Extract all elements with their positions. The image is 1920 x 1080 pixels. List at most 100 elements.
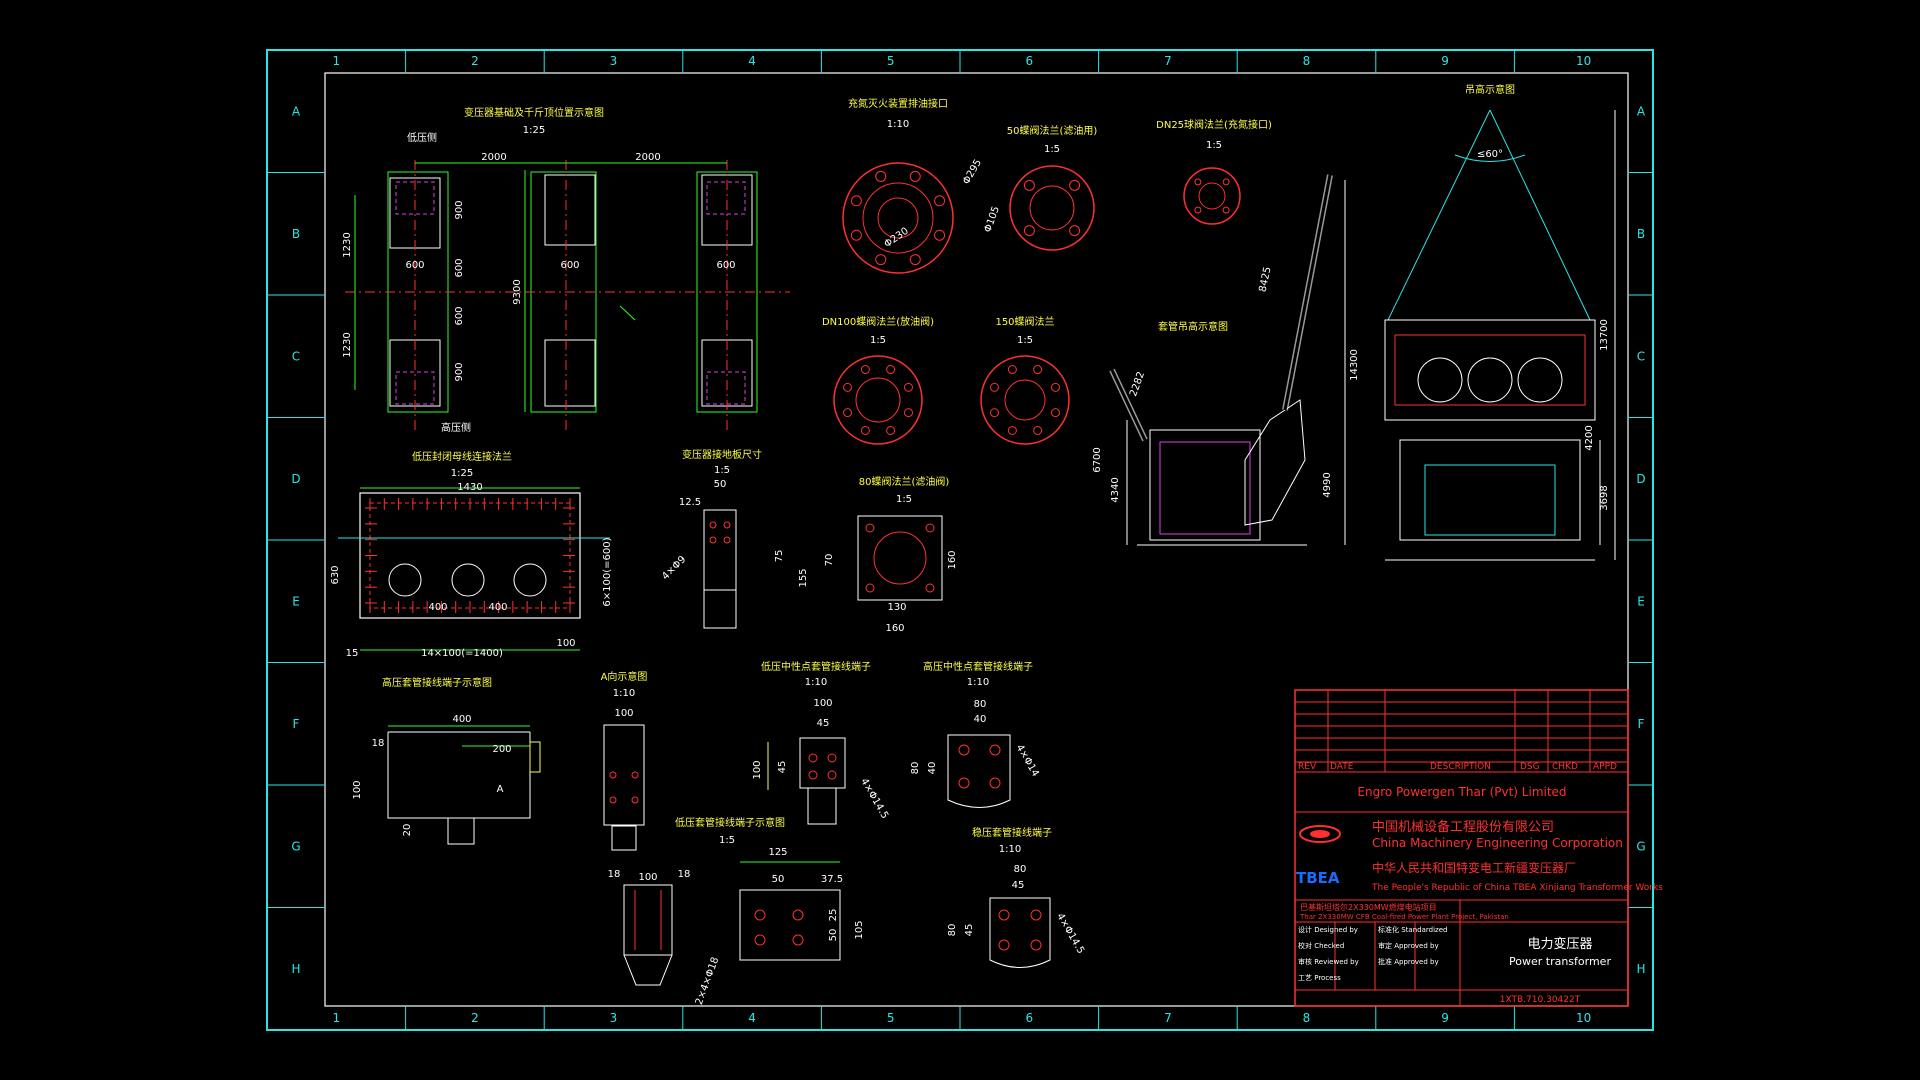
hv-side-label: 高压侧 xyxy=(441,421,471,434)
lv-bushing-p: 50 xyxy=(772,874,785,885)
stab-terminal xyxy=(989,897,1051,968)
lv-bushing-side-w: 100 xyxy=(638,872,657,883)
flange-dn25-title: DN25球阀法兰(充氮接口) xyxy=(1156,118,1272,131)
bushing-lift-d4: 4340 xyxy=(1110,477,1121,502)
foundation-scale: 1:25 xyxy=(523,125,545,136)
dim-2000-b: 2000 xyxy=(635,152,660,163)
zone-row-left: A xyxy=(292,104,301,118)
zone-row-left: F xyxy=(293,717,300,731)
lv-bushing-p2: 37.5 xyxy=(821,874,843,885)
flange-fire-title: 充氮灭火装置排油接口 xyxy=(848,97,948,110)
bolt-hole xyxy=(1033,425,1043,435)
dim-900-b: 900 xyxy=(454,362,465,381)
lv-terminal-bolts-dim: 14×100(=1400) xyxy=(421,648,503,659)
lift-h1: 13700 xyxy=(1599,319,1610,351)
lv-bushing-holes: 2×4×Φ18 xyxy=(694,956,721,1007)
lv-terminal-e2: 100 xyxy=(556,638,575,649)
contractor-cn: 中国机械设备工程股份有限公司 xyxy=(1372,819,1554,835)
stab-holes: 4×Φ14.5 xyxy=(1054,912,1086,956)
lv-bushing-side xyxy=(623,884,673,986)
hv-terminal-h: 100 xyxy=(352,780,363,799)
flange-dn100-scale: 1:5 xyxy=(870,335,886,346)
flange-150-scale: 1:5 xyxy=(1017,335,1033,346)
signature-role: 工艺 Process xyxy=(1298,974,1341,982)
bolt-hole xyxy=(875,254,887,266)
zone-col-top: 5 xyxy=(887,54,895,68)
zone-row-right: A xyxy=(1637,104,1646,118)
flange-fire-d1: Φ295 xyxy=(961,158,984,187)
lv-terminal-p1: 400 xyxy=(428,602,447,613)
zone-col-bottom: 4 xyxy=(748,1011,756,1025)
zone-col-top: 7 xyxy=(1164,54,1172,68)
zone-row-left: H xyxy=(291,962,300,976)
flange-fire-d2: Φ230 xyxy=(882,226,910,250)
hv-neutral-h: 80 xyxy=(910,762,921,775)
zone-row-left: G xyxy=(291,839,300,853)
grounding-d155: 155 xyxy=(798,568,809,587)
client-name: Engro Powergen Thar (Pvt) Limited xyxy=(1357,785,1566,799)
bolt-hole xyxy=(1033,365,1043,375)
zone-col-top: 1 xyxy=(332,54,340,68)
zone-col-top: 6 xyxy=(1025,54,1033,68)
zone-col-bottom: 3 xyxy=(610,1011,618,1025)
zone-row-left: B xyxy=(292,227,300,241)
grounding-d50: 50 xyxy=(714,479,727,490)
bolt-hole xyxy=(1194,178,1202,186)
lv-neutral-p: 45 xyxy=(817,718,830,729)
lv-bushing-scale: 1:5 xyxy=(719,835,735,846)
bolt-hole xyxy=(886,425,896,435)
stab-p: 45 xyxy=(1012,880,1025,891)
hv-terminal-view xyxy=(387,725,541,845)
hv-neutral-w: 80 xyxy=(974,699,987,710)
zone-col-top: 3 xyxy=(610,54,618,68)
dim-1230-b: 1230 xyxy=(342,332,353,357)
grounding-title: 变压器接地板尺寸 xyxy=(682,448,762,461)
flange-fire-scale: 1:10 xyxy=(887,119,909,130)
flange-80-w: 130 xyxy=(887,602,906,613)
hv-terminal-label-a: A xyxy=(497,784,504,795)
flange-50-title: 50蝶阀法兰(滤油用) xyxy=(1007,124,1098,137)
bushing-lift-d1: 8425 xyxy=(1258,266,1274,293)
bolt-hole xyxy=(909,254,921,266)
signature-role: 标准化 Standardized xyxy=(1378,925,1447,934)
zone-col-top: 4 xyxy=(748,54,756,68)
zone-col-bottom: 6 xyxy=(1025,1011,1033,1025)
zone-col-bottom: 9 xyxy=(1441,1011,1449,1025)
bolt-hole xyxy=(1023,179,1035,191)
flange-80 xyxy=(857,515,943,601)
flange-150-holes xyxy=(990,365,1060,435)
flange-dn25-scale: 1:5 xyxy=(1206,140,1222,151)
bolt-hole xyxy=(875,170,887,182)
zone-col-bottom: 8 xyxy=(1303,1011,1311,1025)
dim-600-a: 600 xyxy=(454,258,465,277)
signature-role: 审核 Reviewed by xyxy=(1298,957,1359,966)
flange-80-wt: 160 xyxy=(885,623,904,634)
bushing-lift-title: 套管吊高示意图 xyxy=(1158,320,1228,333)
view-a xyxy=(603,724,645,851)
width-600-right: 600 xyxy=(716,260,735,271)
stab-scale: 1:10 xyxy=(999,844,1021,855)
bolt-hole xyxy=(1023,225,1035,237)
lv-terminal-w: 1430 xyxy=(457,482,482,493)
zone-row-left: E xyxy=(292,594,300,608)
bolt-hole xyxy=(903,382,913,392)
hv-terminal-e: 18 xyxy=(372,738,385,749)
flange-dn25 xyxy=(1183,167,1241,225)
bolt-hole xyxy=(850,229,862,241)
bushing-lift-d2: 2282 xyxy=(1128,370,1147,398)
flange-50-d1: Φ105 xyxy=(982,205,1002,234)
lv-bushing-side-e2: 18 xyxy=(678,869,691,880)
zone-row-left: D xyxy=(291,472,300,486)
flange-80-h: 160 xyxy=(947,550,958,569)
lv-terminal-view xyxy=(338,487,610,651)
lift-body xyxy=(1384,110,1616,561)
lv-bushing-terminal xyxy=(739,861,841,961)
lv-neutral-w: 100 xyxy=(813,698,832,709)
zone-col-top: 10 xyxy=(1576,54,1591,68)
width-600-mid: 600 xyxy=(560,260,579,271)
bolt-hole xyxy=(903,408,913,418)
zone-col-bottom: 7 xyxy=(1164,1011,1172,1025)
lv-bushing-title: 低压套管接线端子示意图 xyxy=(675,816,785,829)
